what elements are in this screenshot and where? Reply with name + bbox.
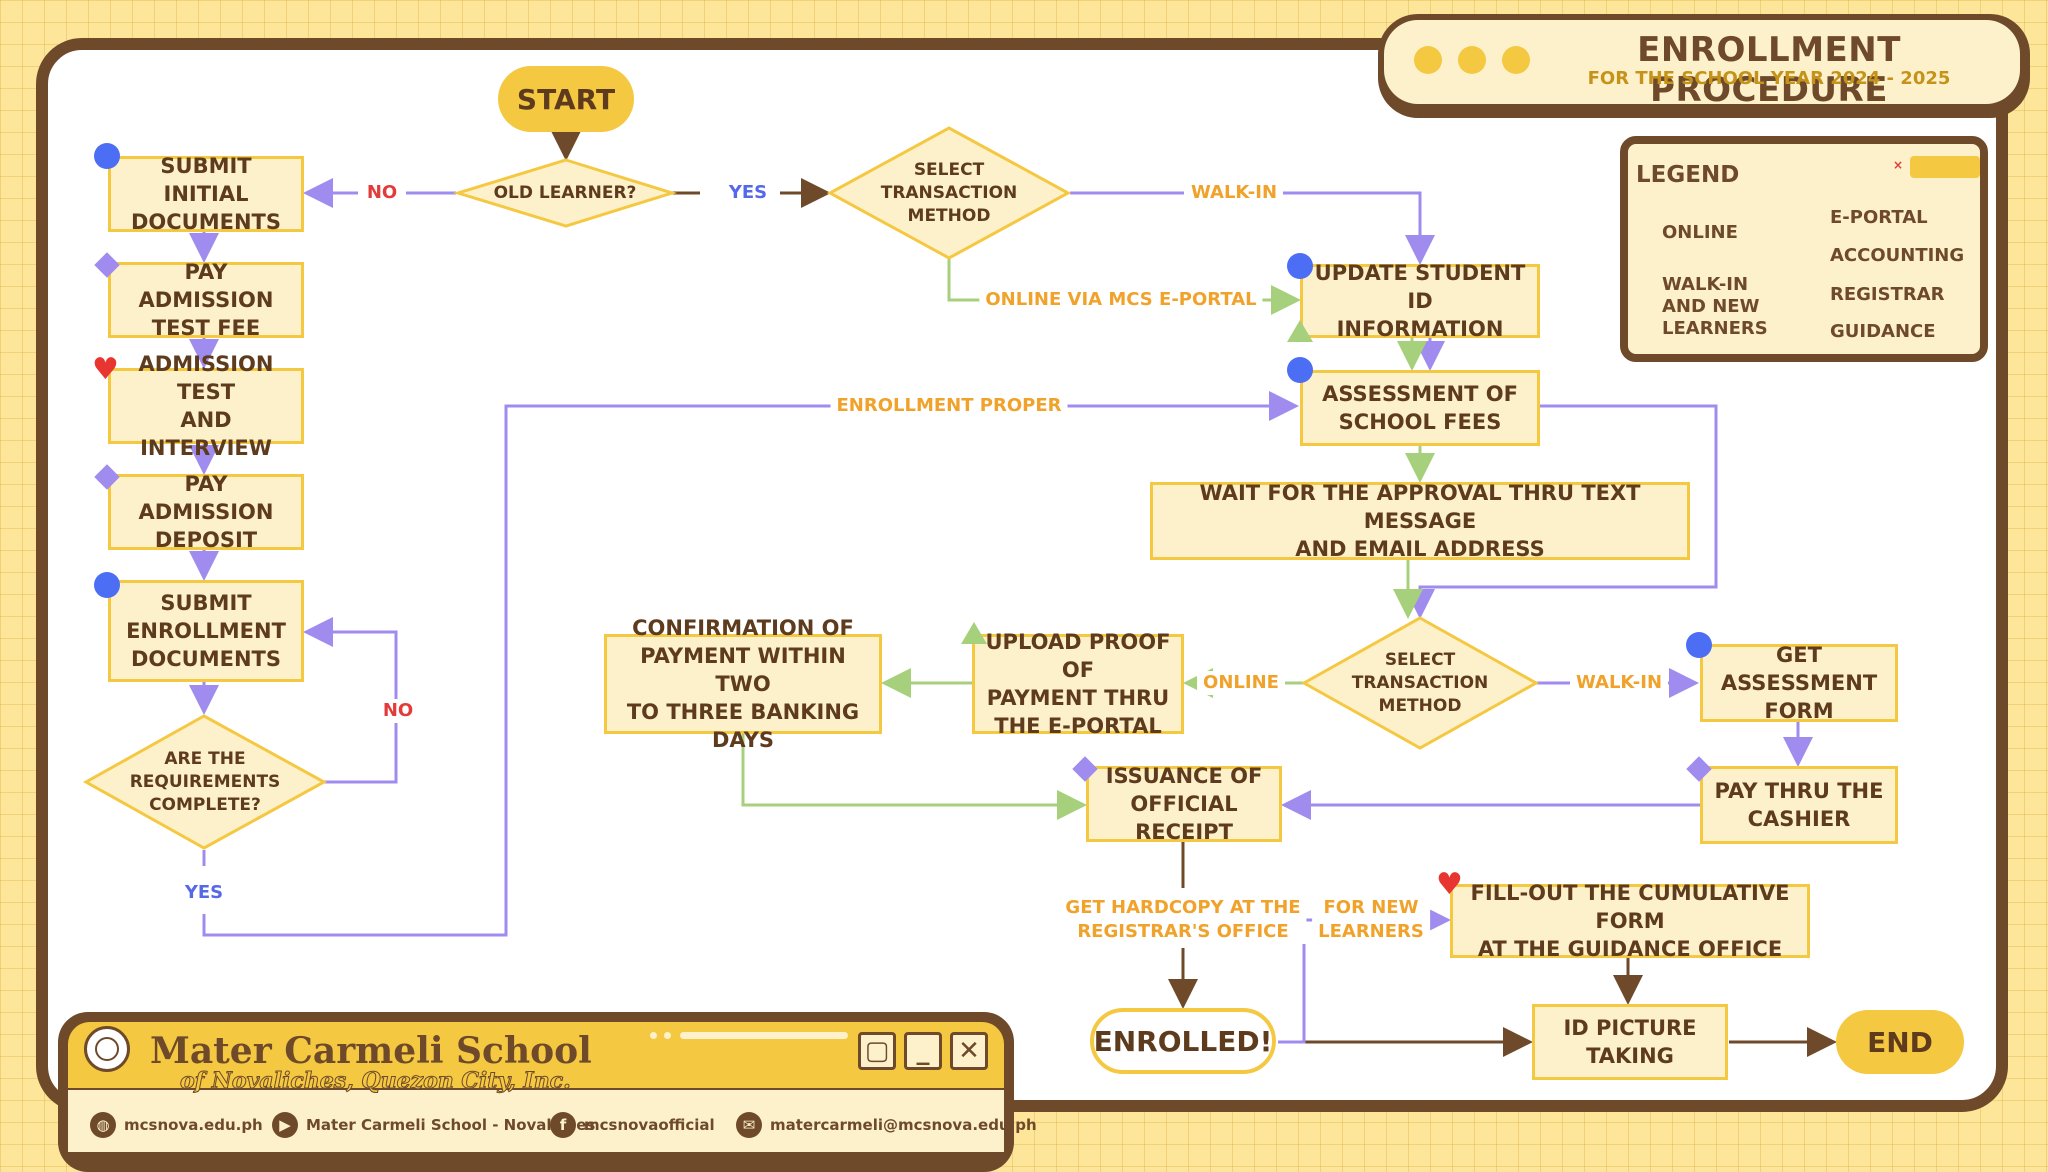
- youtube-contact: ▶ Mater Carmeli School - Novaliches: [272, 1111, 595, 1139]
- diamond-select-1-shape: [826, 126, 1072, 260]
- wait-approval-step: WAIT FOR THE APPROVAL THRU TEXT MESSAGE …: [1150, 481, 1690, 561]
- legend-online-label: ONLINE: [1662, 222, 1738, 243]
- registrar-marker: [1287, 253, 1313, 279]
- edge-walkin-update: [1070, 191, 1420, 262]
- email-contact: ✉ matercarmeli@mcsnova.edu.ph: [736, 1111, 1037, 1139]
- edge-label-no: NO: [376, 699, 420, 723]
- edge-label-walkin: WALK-IN: [1569, 671, 1669, 695]
- edge-label-enrollment-proper: ENROLLMENT PROPER: [830, 394, 1068, 418]
- admission-test-step: ADMISSION TEST AND INTERVIEW: [108, 352, 304, 460]
- submit-initial-documents-step: SUBMIT INITIAL DOCUMENTS: [108, 154, 304, 234]
- edge-label-online: ONLINE: [1197, 671, 1285, 695]
- school-window-header: [68, 1022, 1004, 1088]
- select-method-1-text: SELECT TRANSACTION METHOD: [880, 159, 1018, 226]
- legend-title: LEGEND: [1636, 162, 1740, 188]
- legend-accounting-label: ACCOUNTING: [1830, 245, 1965, 266]
- diamond-select-2-shape: [1300, 616, 1540, 750]
- edge-label-hardcopy: GET HARDCOPY AT THE REGISTRAR'S OFFICE: [1059, 896, 1307, 944]
- old-learner-decision: OLD LEARNER?: [458, 160, 672, 226]
- facebook-icon: f: [550, 1112, 576, 1138]
- pay-cashier-step: PAY THRU THE CASHIER: [1700, 766, 1898, 844]
- mail-icon: ✉: [736, 1112, 762, 1138]
- edge-label-walkin: WALK-IN: [1184, 181, 1284, 205]
- update-student-id-step: UPDATE STUDENT ID INFORMATION: [1300, 261, 1540, 341]
- select-method-decision-1: SELECT TRANSACTION METHOD: [830, 128, 1068, 258]
- title-panel: [1384, 20, 2020, 104]
- facebook-contact: f mcsnovaofficial: [550, 1111, 715, 1139]
- eportal-marker: [961, 622, 987, 644]
- youtube-text: Mater Carmeli School - Novaliches: [306, 1116, 596, 1134]
- edge-yes-proper: [202, 406, 1296, 937]
- school-seal-logo: [84, 1026, 130, 1072]
- legend-window-controls: [1910, 156, 1980, 178]
- official-receipt-step: ISSUANCE OF OFFICIAL RECEIPT: [1086, 764, 1282, 844]
- legend-eportal-label: E-PORTAL: [1830, 207, 1928, 228]
- close-icon: ×: [1893, 158, 1904, 172]
- close-icon: ✕: [950, 1032, 988, 1070]
- select-method-decision-2: SELECT TRANSACTION METHOD: [1304, 618, 1536, 748]
- assessment-step: ASSESSMENT OF SCHOOL FEES: [1300, 370, 1540, 446]
- youtube-icon: ▶: [272, 1112, 298, 1138]
- page-title: ENROLLMENT PROCEDURE: [1637, 30, 1901, 110]
- edge-label-yes: YES: [722, 181, 774, 205]
- page-subtitle: FOR THE SCHOOL YEAR 2024 - 2025: [1587, 68, 1951, 89]
- select-method-2-text: SELECT TRANSACTION METHOD: [1351, 649, 1489, 716]
- eportal-marker: [1287, 320, 1313, 342]
- window-dot: [1458, 46, 1486, 74]
- window-dot: [1414, 46, 1442, 74]
- window-dot: [650, 1032, 657, 1039]
- pay-deposit-step: PAY ADMISSION DEPOSIT: [108, 472, 304, 552]
- window-dot: [1502, 46, 1530, 74]
- legend-guidance-label: GUIDANCE: [1830, 321, 1936, 342]
- registrar-marker: [94, 143, 120, 169]
- get-assessment-form-step: GET ASSESSMENT FORM: [1700, 643, 1898, 723]
- confirmation-step: CONFIRMATION OF PAYMENT WITHIN TWO TO TH…: [604, 616, 882, 752]
- school-name: Mater Carmeli School: [150, 1030, 592, 1072]
- legend-walkin-label: WALK-IN AND NEW LEARNERS: [1662, 274, 1768, 339]
- edge-label-yes: YES: [178, 881, 230, 905]
- submit-enrollment-step: SUBMIT ENROLLMENT DOCUMENTS: [108, 580, 304, 682]
- registrar-marker: [1287, 357, 1313, 383]
- start-node: START: [498, 66, 634, 132]
- pay-admission-fee-step: PAY ADMISSION TEST FEE: [108, 260, 304, 340]
- edge-label-no: NO: [360, 181, 404, 205]
- globe-icon: ◍: [90, 1112, 116, 1138]
- window-dot: [664, 1032, 671, 1039]
- email-text: matercarmeli@mcsnova.edu.ph: [770, 1116, 1037, 1134]
- old-learner-text: OLD LEARNER?: [493, 182, 637, 203]
- upload-proof-step: UPLOAD PROOF OF PAYMENT THRU THE E-PORTA…: [972, 630, 1184, 738]
- diamond-old-learner-shape: [452, 158, 678, 228]
- registrar-marker: [1686, 632, 1712, 658]
- enrolled-node: ENROLLED!: [1090, 1008, 1276, 1074]
- guidance-marker: ♥: [1436, 867, 1463, 902]
- edge-confirm-receipt: [741, 734, 1087, 820]
- legend-registrar-label: REGISTRAR: [1830, 284, 1945, 305]
- id-picture-step: ID PICTURE TAKING: [1532, 1004, 1728, 1080]
- requirements-decision: ARE THE REQUIREMENTS COMPLETE?: [86, 716, 324, 848]
- edge-label-online-portal: ONLINE VIA MCS E-PORTAL: [979, 288, 1263, 312]
- facebook-text: mcsnovaofficial: [584, 1116, 715, 1134]
- cumulative-form-step: FILL-OUT THE CUMULATIVE FORM AT THE GUID…: [1450, 881, 1810, 961]
- school-subname: of Novaliches, Quezon City, Inc.: [180, 1068, 572, 1095]
- end-node: END: [1836, 1010, 1964, 1074]
- requirements-text: ARE THE REQUIREMENTS COMPLETE?: [129, 748, 281, 815]
- maximize-icon: ▢: [858, 1032, 896, 1070]
- minimize-icon: _: [904, 1032, 942, 1070]
- diamond-requirements-shape: [82, 714, 328, 850]
- school-window-footer: [68, 1090, 1004, 1152]
- registrar-marker: [94, 572, 120, 598]
- website-contact: ◍ mcsnova.edu.ph: [90, 1111, 263, 1139]
- website-text: mcsnova.edu.ph: [124, 1116, 263, 1134]
- guidance-marker: ♥: [92, 352, 119, 387]
- window-progress-bar: [680, 1032, 848, 1039]
- edge-label-new-learners: FOR NEW LEARNERS: [1312, 896, 1430, 944]
